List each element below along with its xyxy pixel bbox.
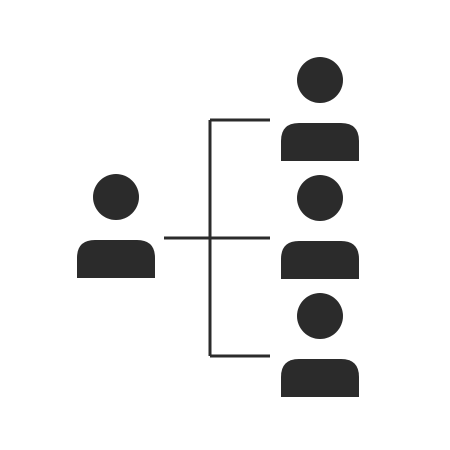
person-icon — [281, 293, 359, 397]
person-icon — [77, 174, 155, 278]
person-icon — [281, 175, 359, 279]
person-icon — [281, 57, 359, 161]
root-person-node — [77, 174, 155, 278]
child-person-nodes — [281, 57, 359, 397]
connector-lines — [164, 118, 270, 358]
